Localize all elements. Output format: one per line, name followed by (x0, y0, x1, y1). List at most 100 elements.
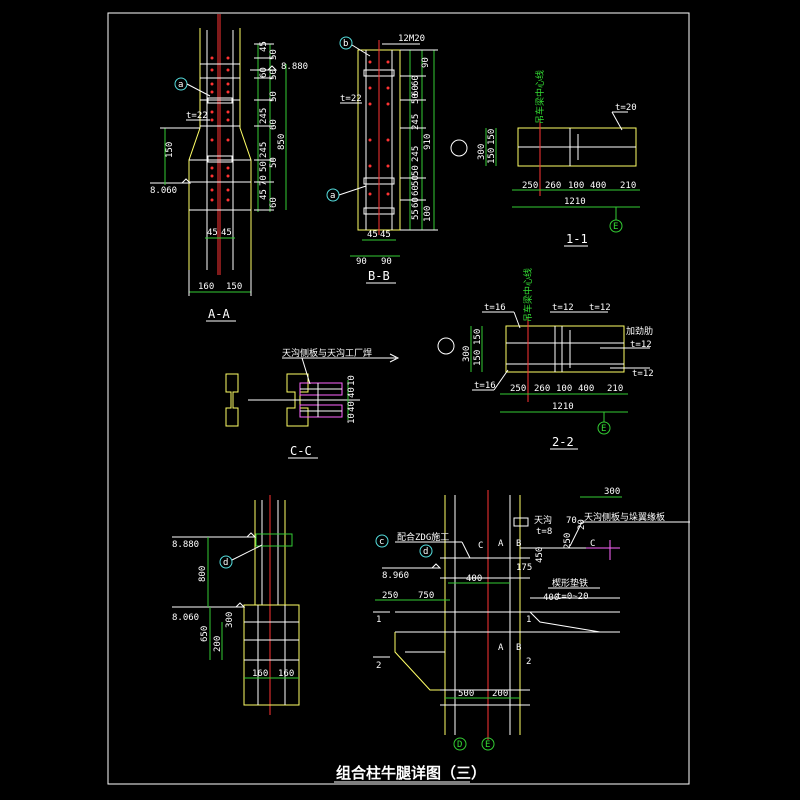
view-elevation: 1 2 1 2 A A B B C C c 配合ZDG施工 d 8.960 天沟… (373, 487, 690, 751)
el-sec-c2: C (590, 539, 595, 549)
bb-dim-b-2: 90 (381, 257, 392, 267)
el-sec-a1: A (498, 539, 504, 549)
ll-elev-bottom: 8.060 (172, 613, 199, 623)
el-dim-750: 750 (418, 591, 434, 601)
view-bb: 90 60 50 60 245 245 50 60 50 60 55 100 9… (326, 34, 438, 284)
aa-dim-bi-2: 45 (221, 228, 232, 238)
aa-dim-6: 50 (269, 69, 279, 80)
el-axis-d: D (457, 740, 462, 750)
el-elev: 8.960 (382, 571, 409, 581)
s11-dim-total: 1210 (564, 197, 586, 207)
s11-dim-l1: 150 (487, 129, 497, 145)
el-wedge-plate: t=0~20 (556, 592, 589, 602)
view-aa: 45 50 60 245 50 50 245 60 50 50 70 45 60… (150, 14, 308, 322)
s11-dim-b4: 400 (590, 181, 606, 191)
s22-dim-total: 1210 (552, 402, 574, 412)
bb-dim-9: 50 (411, 165, 421, 176)
bb-bubble-b (339, 36, 353, 50)
aa-dim-8: 60 (269, 119, 279, 130)
s22-label: 2-2 (552, 435, 574, 449)
el-sec-1a: 1 (376, 615, 381, 625)
ll-bubble-d-label: d (223, 558, 228, 568)
el-gutter-plate: t=8 (536, 527, 552, 537)
aa-dim-9: 50 (259, 161, 269, 172)
drawing-title: 组合柱牛腿详图（三） (336, 764, 486, 782)
ll-elev-top: 8.880 (172, 540, 199, 550)
s11-dim-b5: 210 (620, 181, 636, 191)
bb-plate-label: t=22 (340, 94, 362, 104)
bb-dim-11: 55 (411, 209, 421, 220)
aa-dim-5: 50 (269, 91, 279, 102)
bb-bubble-a-label: a (330, 191, 335, 201)
bb-dim-total: 910 (423, 134, 433, 150)
s11-plate-label: t=20 (615, 103, 637, 113)
ll-weld-box (255, 533, 293, 547)
bb-dim-1: 90 (421, 57, 431, 68)
s22-dim-b3: 100 (556, 384, 572, 394)
el-bubble-d-label: d (423, 547, 428, 557)
aa-dim-1: 45 (259, 41, 269, 52)
aa-dim-11: 70 (259, 175, 269, 186)
bb-dim-6: 245 (411, 146, 421, 162)
bb-dim-10: 60 (411, 197, 421, 208)
s22-axis-bubble (597, 421, 611, 435)
view-cc: 10 40 40 10 天沟侧板与天沟工厂焊 C-C (225, 347, 400, 459)
cc-label: C-C (290, 444, 312, 458)
s22-stiffener: 加劲肋 (626, 325, 653, 337)
s22-dim-b5: 210 (607, 384, 623, 394)
aa-dim-2: 50 (269, 49, 279, 60)
el-sec-2a: 2 (376, 661, 381, 671)
view-22: 吊车梁中心线 t=16 t=12 t=12 t=16 t=12 加劲肋 t=12… (437, 268, 654, 450)
el-axis-e-bubble (481, 737, 495, 751)
ll-dim-300: 300 (225, 612, 235, 628)
s11-centerline: 吊车梁中心线 (534, 70, 546, 124)
aa-bolts (210, 56, 230, 202)
bb-dim-4: 60 (411, 85, 421, 96)
s22-dim-b1: 250 (510, 384, 526, 394)
aa-label: A-A (208, 307, 230, 321)
s22-plate-4: t=16 (474, 381, 496, 391)
ll-dim-200: 200 (213, 636, 223, 652)
aa-dim-b-1: 160 (198, 282, 214, 292)
bb-dim-2: 60 (411, 75, 421, 86)
el-dim-250: 250 (382, 591, 398, 601)
aa-dim-10: 50 (269, 157, 279, 168)
bb-dim-5: 245 (411, 114, 421, 130)
el-dim-400b: 400 (543, 593, 559, 603)
s22-dim-300: 300 (462, 346, 472, 362)
cc-dim-4: 10 (347, 413, 357, 424)
cc-dim-1: 10 (347, 375, 357, 386)
aa-plate: t=22 (186, 111, 208, 121)
view-11: 吊车梁中心线 t=20 300 150 150 250 260 100 400 … (450, 70, 640, 247)
el-dim-20: 20 (577, 519, 587, 530)
el-dim-300: 300 (604, 487, 620, 497)
s22-plate-1: t=16 (484, 303, 506, 313)
s11-dim-b2: 260 (545, 181, 561, 191)
aa-dim-4: 245 (259, 108, 269, 124)
s22-dim-b2: 260 (534, 384, 550, 394)
s11-axis: E (613, 222, 618, 232)
bb-dim-b-1: 90 (356, 257, 367, 267)
bb-label: B-B (368, 269, 390, 283)
el-dim-200: 200 (492, 689, 508, 699)
cc-i-beam-right (286, 373, 309, 427)
view-lower-left: d 8.880 8.060 800 650 200 300 160 160 (172, 495, 300, 715)
s11-dim-b3: 100 (568, 181, 584, 191)
s22-axis: E (601, 424, 606, 434)
ll-dim-650: 650 (200, 626, 210, 642)
s22-plate-2: t=12 (552, 303, 574, 313)
bb-dim-bi-1: 45 (367, 230, 378, 240)
bb-dim-8: 60 (411, 185, 421, 196)
aa-elev-top: 8.880 (281, 62, 308, 72)
ll-base (243, 604, 300, 706)
ll-bubble-d (219, 555, 233, 569)
bb-dim-7: 50 (411, 175, 421, 186)
aa-dim-left: 150 (165, 142, 175, 158)
el-bubble-c-label: c (379, 537, 384, 547)
aa-dim-12: 45 (259, 189, 269, 200)
aa-dim-b-2: 150 (226, 282, 242, 292)
aa-dim-total: 850 (277, 134, 287, 150)
s22-centerline: 吊车梁中心线 (522, 268, 534, 322)
el-dim-250: 250 (563, 533, 573, 549)
el-sec-c1: C (478, 541, 483, 551)
